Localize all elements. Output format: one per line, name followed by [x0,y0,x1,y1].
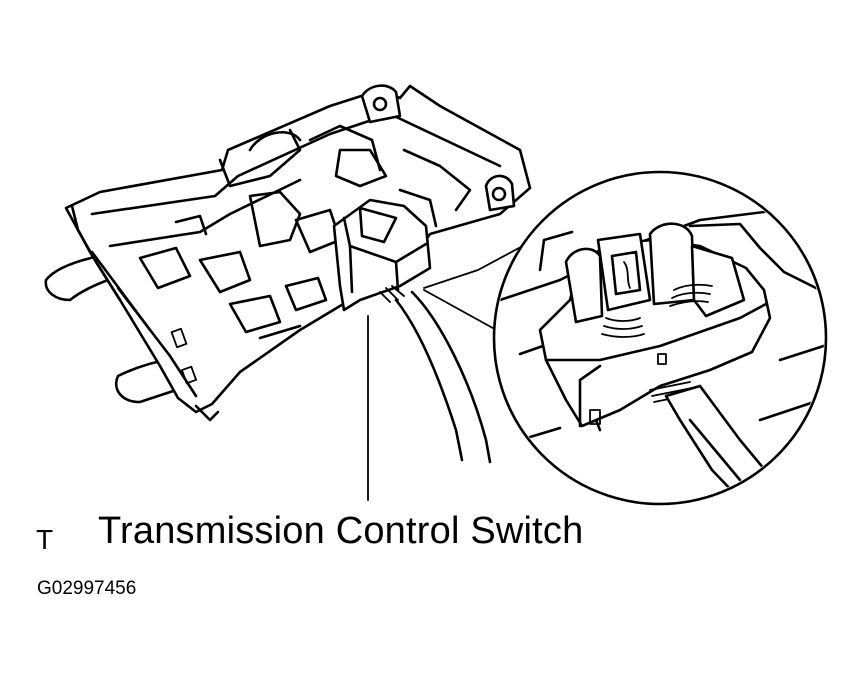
base-plate [64,84,532,414]
figure-code: G02997456 [37,578,137,599]
shifter-base-assembly [44,84,532,422]
detail-magnifier [492,170,828,506]
callout-label: Transmission Control Switch [98,510,584,552]
corner-letter: T [36,524,54,555]
switch-on-assembly [332,198,492,464]
